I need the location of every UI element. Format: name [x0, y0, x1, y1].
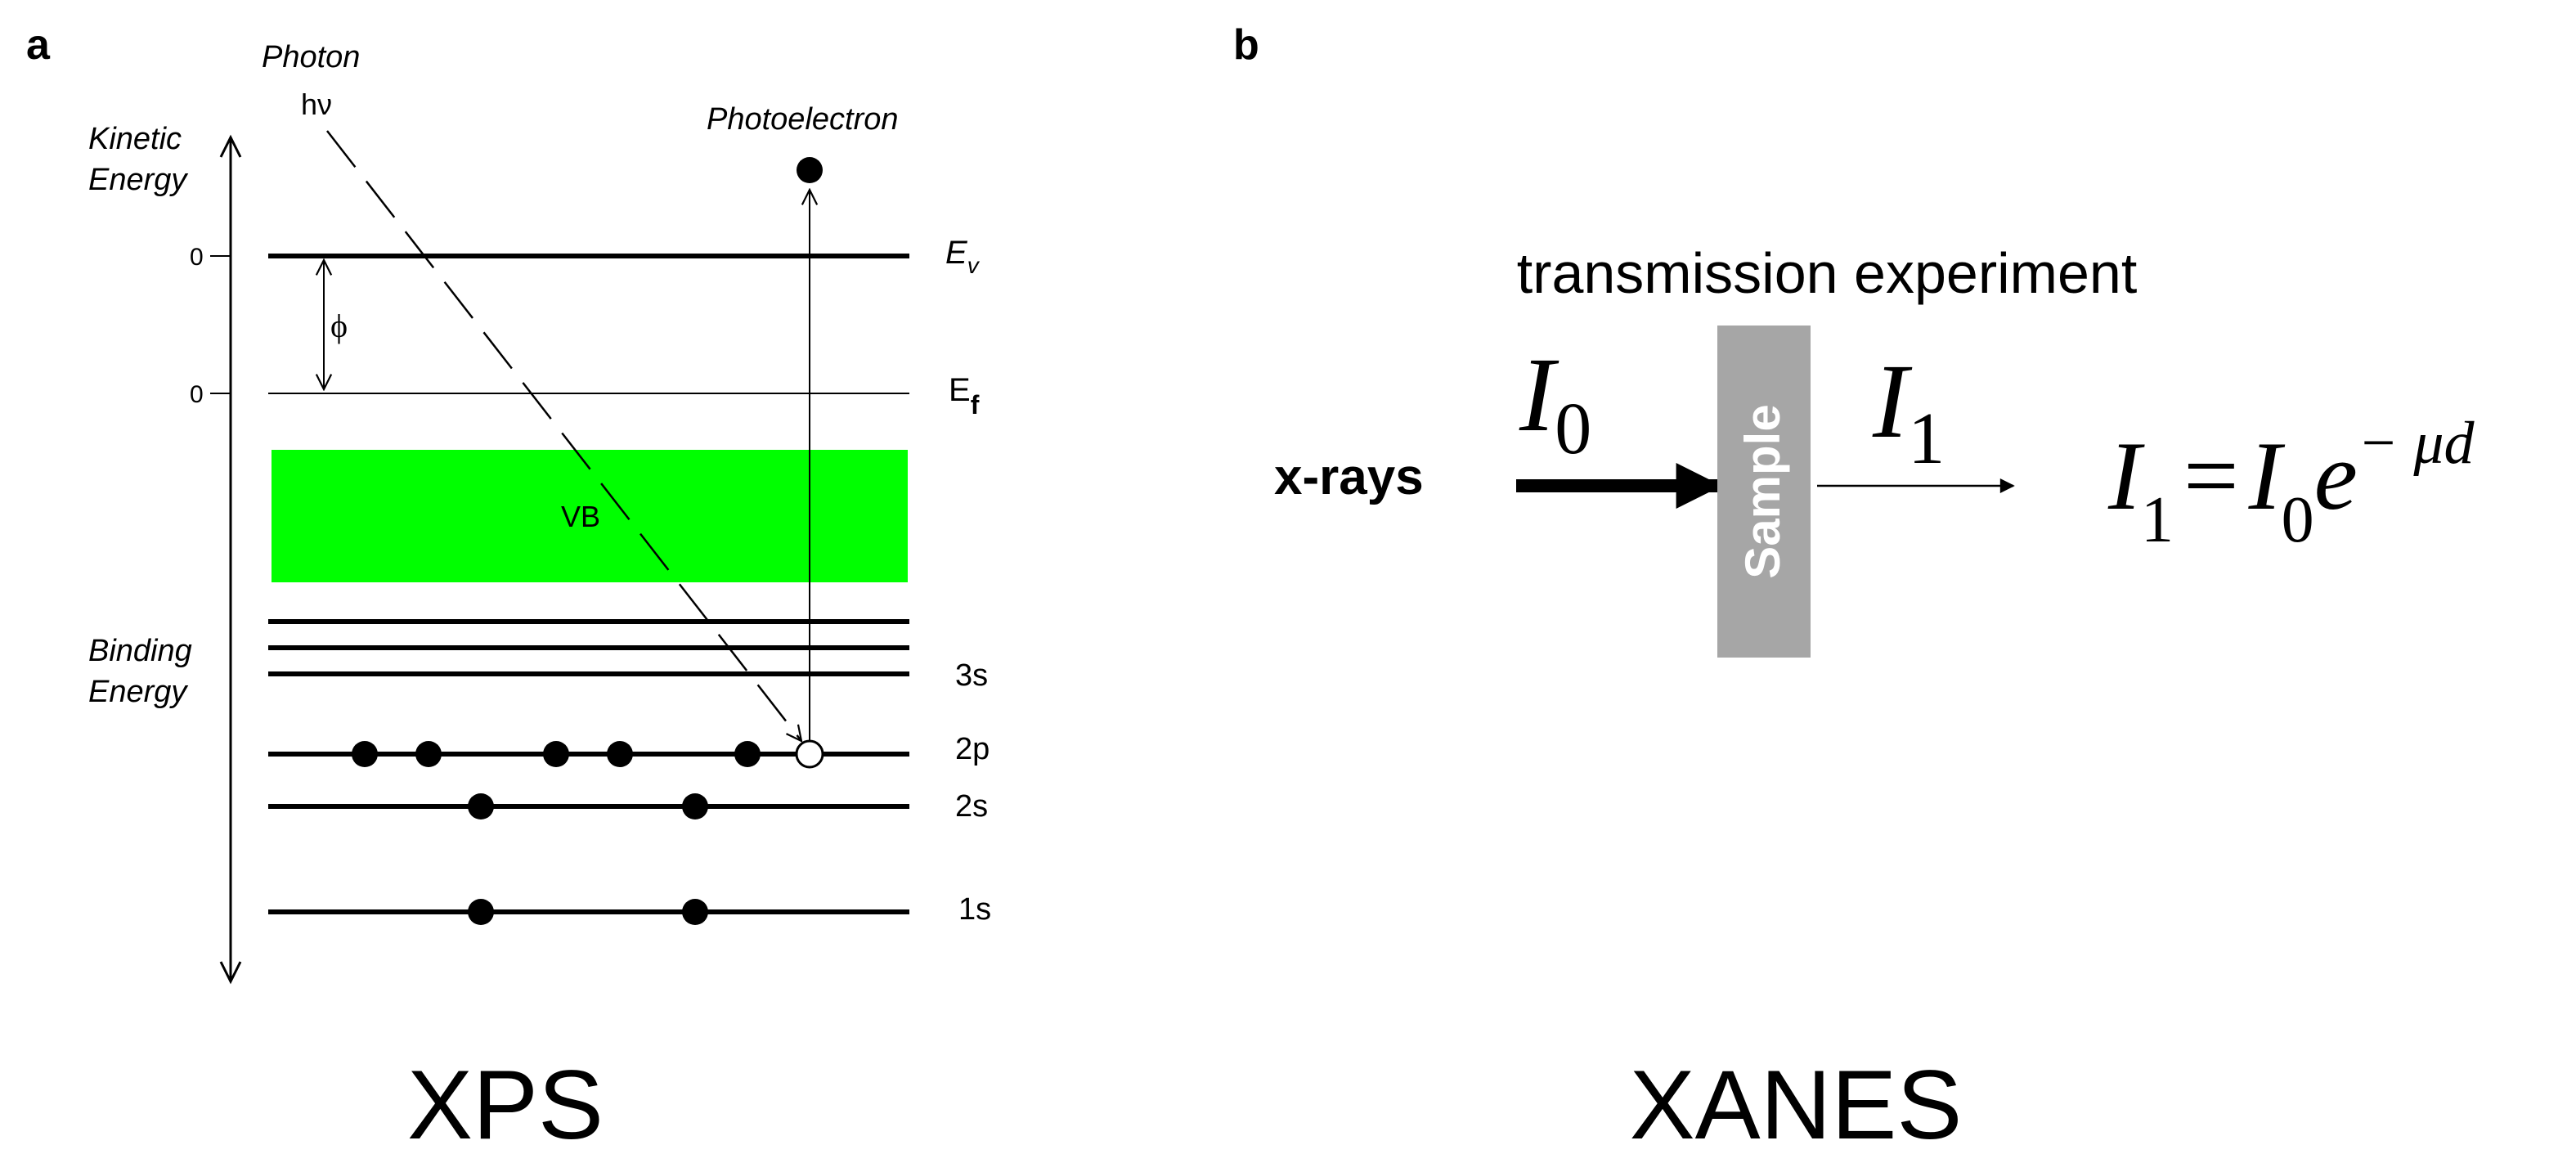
panel-b-caption: XANES [1630, 1050, 1963, 1160]
vacuum-level-label: Ev [945, 235, 981, 278]
work-function-label: ϕ [330, 308, 348, 344]
incident-intensity: I0 [1519, 336, 1591, 469]
panel-a: a Kinetic Energy Binding Energy 0 0 Ev E… [26, 21, 991, 1160]
energy-axis-top-arrowhead [219, 134, 242, 158]
energy-axis-bottom-arrowhead [219, 961, 242, 985]
level-1s-label: 1s [958, 892, 991, 927]
valence-band [272, 450, 908, 582]
sample-label: Sample [1735, 404, 1790, 578]
electron-2p-4 [607, 741, 633, 767]
xrays-label: x-rays [1274, 449, 1424, 505]
electron-2p-3 [543, 741, 569, 767]
binding-energy-label: Binding Energy [88, 634, 200, 709]
core-hole-2p [795, 739, 824, 769]
valence-band-label: VB [561, 500, 600, 533]
transmitted-intensity: I1 [1872, 343, 1945, 479]
photoelectron-label: Photoelectron [707, 102, 899, 137]
level-2p-label: 2p [955, 732, 990, 766]
electron-2s-1 [468, 793, 494, 819]
beer-lambert-equation: I1=I0e− μd [2107, 410, 2475, 556]
panel-b-label: b [1233, 21, 1259, 69]
fermi-zero-label: 0 [190, 381, 204, 408]
level-2s-label: 2s [955, 789, 988, 824]
electron-2p-2 [415, 741, 442, 767]
transmission-title: transmission experiment [1517, 241, 2138, 305]
panel-a-caption: XPS [407, 1050, 604, 1160]
photoelectron [797, 157, 823, 183]
electron-2s-2 [682, 793, 708, 819]
sample-block [1717, 326, 1811, 658]
photon-arrow [326, 130, 801, 741]
photon-symbol: hν [301, 88, 332, 121]
fermi-level-label: Ef [949, 372, 980, 420]
panel-b: b transmission experiment x-rays I0 Samp… [1233, 21, 2475, 1160]
kinetic-energy-label: Kinetic Energy [88, 122, 191, 197]
photon-label: Photon [262, 40, 360, 74]
electron-2p-5 [734, 741, 761, 767]
electron-1s-1 [468, 899, 494, 925]
electron-1s-2 [682, 899, 708, 925]
panel-a-label: a [26, 21, 51, 69]
level-3s-label: 3s [955, 658, 988, 693]
electron-2p-1 [352, 741, 378, 767]
vacuum-zero-label: 0 [190, 244, 204, 271]
